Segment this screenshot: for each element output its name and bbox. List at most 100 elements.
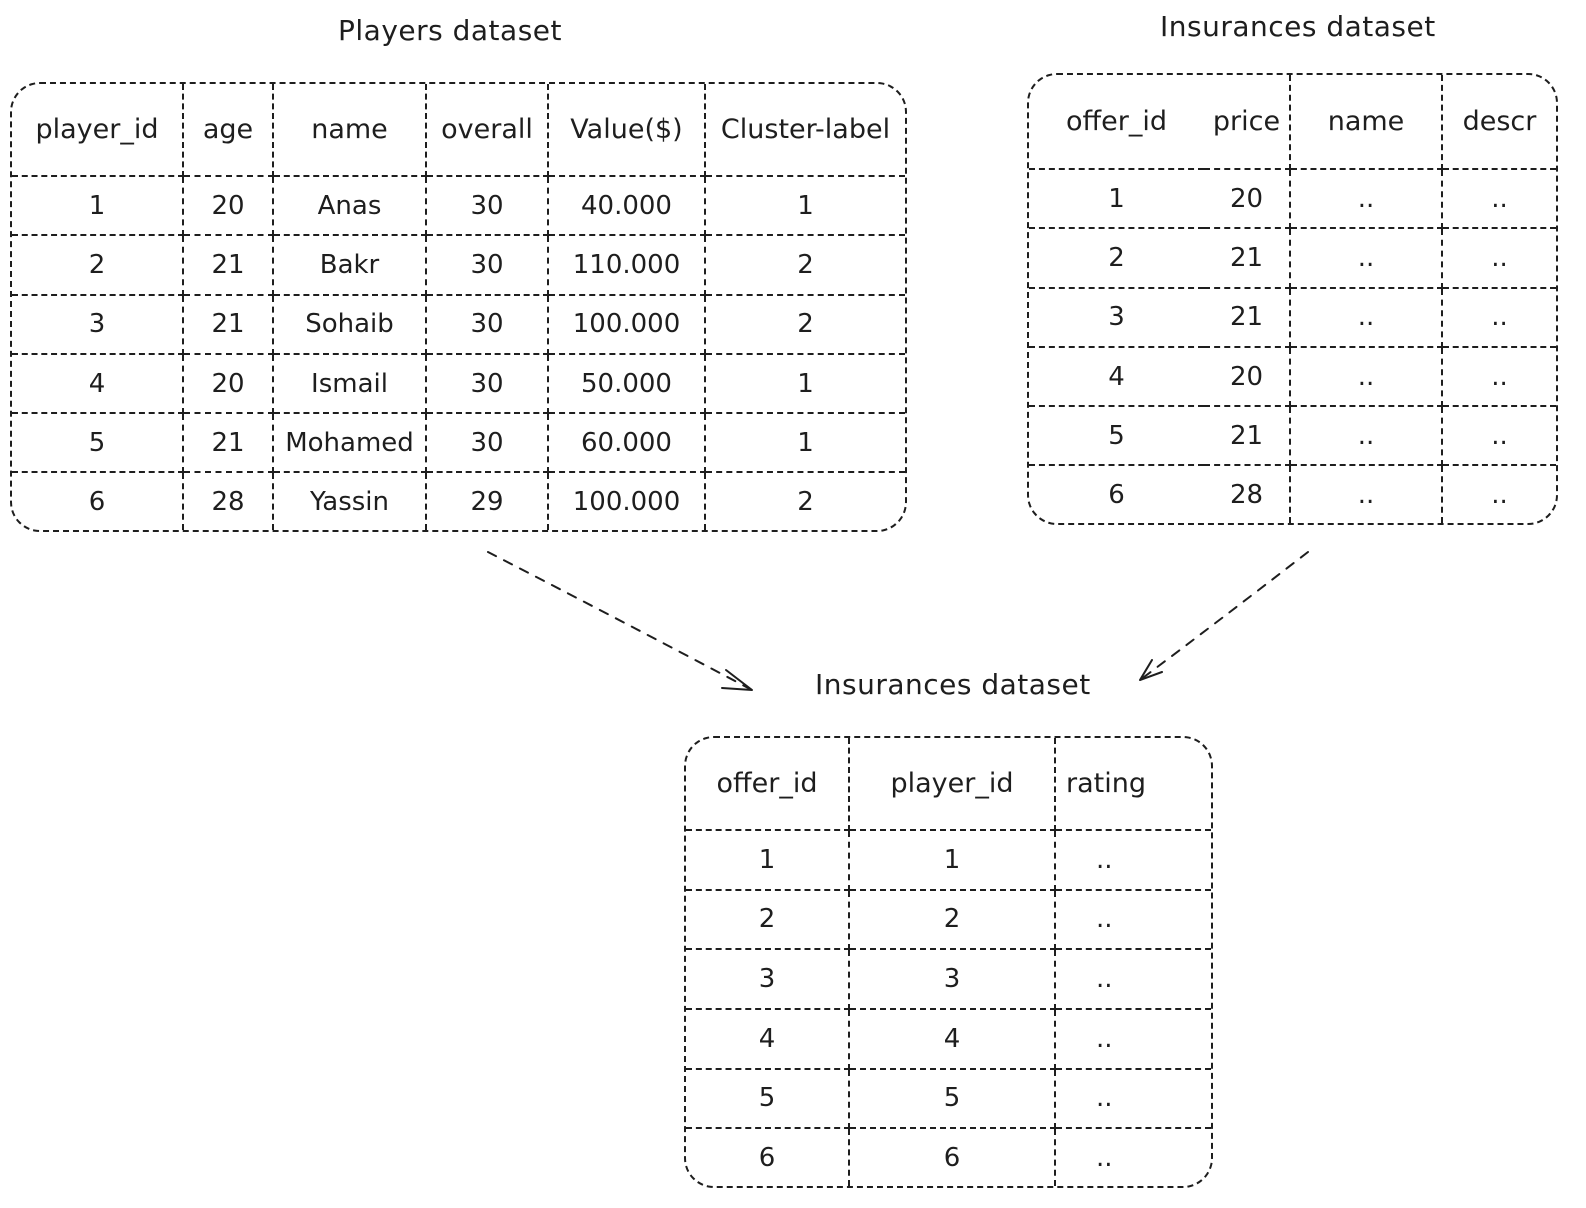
table-cell: 1 bbox=[686, 829, 850, 891]
table-cell: .. bbox=[1441, 405, 1556, 467]
table-cell: 30 bbox=[425, 174, 549, 237]
table-row: 1 1 .. bbox=[686, 829, 1211, 891]
players-header-cell: player_id bbox=[12, 84, 184, 177]
table-cell: 110.000 bbox=[547, 234, 706, 296]
table-cell: 21 bbox=[1204, 286, 1291, 348]
table-cell: 50.000 bbox=[547, 352, 706, 415]
table-cell: 5 bbox=[848, 1067, 1056, 1130]
players-header-cell: Cluster-label bbox=[704, 84, 905, 177]
table-cell: 1 bbox=[848, 829, 1056, 891]
table-cell: 4 bbox=[12, 352, 184, 415]
table-cell: 2 bbox=[848, 888, 1056, 951]
ratings-table: offer_id player_id rating 1 1 .. 2 2 .. … bbox=[684, 736, 1213, 1188]
table-cell: .. bbox=[1289, 227, 1443, 289]
table-cell: Ismail bbox=[272, 352, 427, 415]
table-cell: .. bbox=[1441, 167, 1556, 230]
table-cell: Anas bbox=[272, 174, 427, 237]
table-cell: 5 bbox=[686, 1067, 850, 1130]
table-cell: 20 bbox=[1204, 345, 1291, 408]
table-cell: 5 bbox=[12, 412, 184, 474]
insurances-to-ratings-arrowhead bbox=[1139, 659, 1163, 681]
table-cell: 5 bbox=[1029, 405, 1204, 467]
ratings-header-cell: player_id bbox=[848, 738, 1056, 831]
table-cell: 2 bbox=[12, 234, 184, 296]
table-cell: 6 bbox=[1029, 464, 1204, 523]
table-cell: 30 bbox=[425, 234, 549, 296]
table-row: 5 21 .. .. bbox=[1029, 405, 1556, 467]
table-cell: 2 bbox=[1029, 227, 1204, 289]
table-cell: 4 bbox=[1029, 345, 1204, 408]
players-table: player_id age name overall Value($) Clus… bbox=[10, 82, 907, 532]
players-header-cell: overall bbox=[425, 84, 549, 177]
ratings-header-cell: offer_id bbox=[686, 738, 850, 831]
table-cell: 40.000 bbox=[547, 174, 706, 237]
table-cell: .. bbox=[1054, 948, 1211, 1010]
table-row: 5 21 Mohamed 30 60.000 1 bbox=[12, 412, 905, 474]
table-cell: 30 bbox=[425, 293, 549, 355]
table-cell: 21 bbox=[182, 234, 274, 296]
table-row: 3 21 Sohaib 30 100.000 2 bbox=[12, 293, 905, 355]
table-cell: 60.000 bbox=[547, 412, 706, 474]
table-row: 4 4 .. bbox=[686, 1007, 1211, 1070]
table-cell: .. bbox=[1054, 888, 1211, 951]
table-cell: 21 bbox=[1204, 405, 1291, 467]
players-header-cell: Value($) bbox=[547, 84, 706, 177]
table-cell: .. bbox=[1054, 1067, 1211, 1130]
table-cell: 28 bbox=[182, 471, 274, 530]
table-row: 6 6 .. bbox=[686, 1127, 1211, 1186]
table-cell: 2 bbox=[686, 888, 850, 951]
table-cell: .. bbox=[1441, 464, 1556, 523]
table-cell: 6 bbox=[12, 471, 184, 530]
table-cell: 28 bbox=[1204, 464, 1291, 523]
table-cell: 6 bbox=[686, 1127, 850, 1186]
table-cell: .. bbox=[1289, 405, 1443, 467]
insurances-header-cell: name bbox=[1289, 75, 1443, 170]
table-cell: 21 bbox=[1204, 227, 1291, 289]
players-header-cell: age bbox=[182, 84, 274, 177]
table-cell: 30 bbox=[425, 352, 549, 415]
table-cell: 2 bbox=[704, 293, 905, 355]
players-to-ratings-arrow bbox=[487, 551, 753, 691]
insurances-table-grid: offer_id price name descr 1 20 .. .. 2 2… bbox=[1029, 75, 1556, 523]
table-cell: .. bbox=[1441, 286, 1556, 348]
table-cell: .. bbox=[1289, 167, 1443, 230]
table-cell: 2 bbox=[704, 471, 905, 530]
table-cell: 100.000 bbox=[547, 293, 706, 355]
table-cell: 3 bbox=[848, 948, 1056, 1010]
ratings-header-row: offer_id player_id rating bbox=[686, 738, 1211, 831]
players-dataset-title: Players dataset bbox=[338, 14, 562, 47]
insurances-header-cell: descr bbox=[1441, 75, 1556, 170]
table-cell: .. bbox=[1054, 1007, 1211, 1070]
ratings-table-grid: offer_id player_id rating 1 1 .. 2 2 .. … bbox=[686, 738, 1211, 1186]
table-cell: 1 bbox=[704, 412, 905, 474]
table-cell: .. bbox=[1054, 1127, 1211, 1186]
table-cell: 1 bbox=[1029, 167, 1204, 230]
table-cell: .. bbox=[1054, 829, 1211, 891]
table-cell: 21 bbox=[182, 412, 274, 474]
insurances-dataset-title: Insurances dataset bbox=[1160, 10, 1436, 43]
players-header-cell: name bbox=[272, 84, 427, 177]
table-row: 1 20 Anas 30 40.000 1 bbox=[12, 174, 905, 237]
table-cell: .. bbox=[1289, 464, 1443, 523]
ratings-dataset-title: Insurances dataset bbox=[815, 668, 1091, 701]
table-cell: 20 bbox=[1204, 167, 1291, 230]
table-row: 2 2 .. bbox=[686, 888, 1211, 951]
table-cell: 100.000 bbox=[547, 471, 706, 530]
table-cell: .. bbox=[1441, 345, 1556, 408]
table-cell: .. bbox=[1289, 345, 1443, 408]
table-cell: 2 bbox=[704, 234, 905, 296]
table-row: 2 21 Bakr 30 110.000 2 bbox=[12, 234, 905, 296]
table-row: 5 5 .. bbox=[686, 1067, 1211, 1130]
table-cell: 30 bbox=[425, 412, 549, 474]
table-cell: 3 bbox=[12, 293, 184, 355]
players-table-grid: player_id age name overall Value($) Clus… bbox=[12, 84, 905, 530]
table-cell: 3 bbox=[686, 948, 850, 1010]
insurances-header-cell: offer_id bbox=[1029, 75, 1204, 170]
table-row: 6 28 .. .. bbox=[1029, 464, 1556, 523]
insurances-to-ratings-arrow bbox=[1139, 551, 1309, 681]
table-cell: 21 bbox=[182, 293, 274, 355]
table-cell: 4 bbox=[686, 1007, 850, 1070]
table-cell: 20 bbox=[182, 352, 274, 415]
table-row: 1 20 .. .. bbox=[1029, 167, 1556, 230]
